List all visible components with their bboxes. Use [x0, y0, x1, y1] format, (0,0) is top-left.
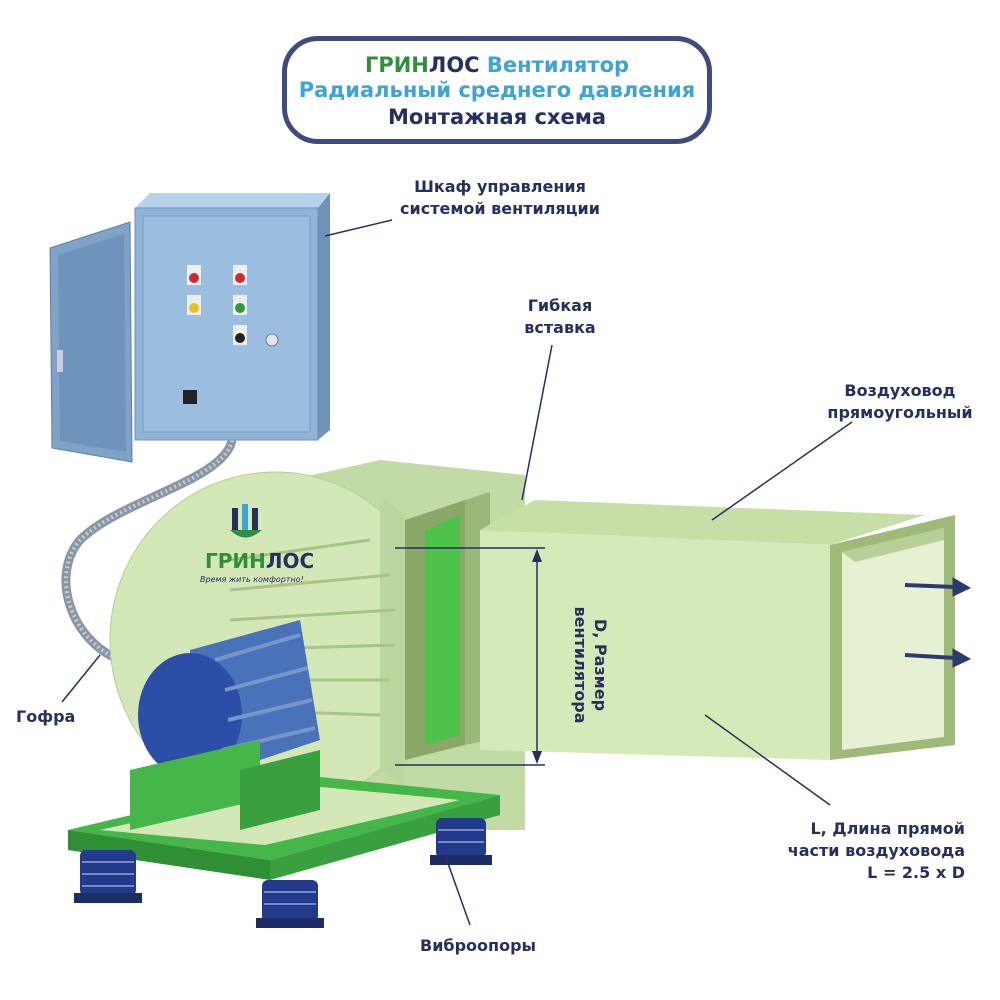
label-line: L, Длина прямой — [810, 819, 965, 838]
label-line: вставка — [524, 318, 596, 337]
brand-logo: ГРИНЛОС Время жить комфортно! — [200, 504, 314, 584]
label-line: Воздуховод — [844, 381, 956, 400]
title-line-2: Радиальный среднего давления — [298, 78, 696, 102]
indicator-lamps — [187, 265, 247, 345]
motor — [138, 620, 320, 780]
label-vibration-mounts: Виброопоры — [420, 936, 536, 955]
label-line: D, Размер — [591, 618, 610, 712]
rectangular-duct — [480, 500, 955, 760]
label-line: L = 2.5 x D — [867, 863, 965, 882]
title-line-1: ГРИНЛОС Вентилятор — [287, 53, 707, 78]
label-control-cabinet: Шкаф управления системой вентиляции — [385, 176, 615, 220]
title-product: Вентилятор — [479, 53, 630, 77]
label-line: системой вентиляции — [400, 199, 600, 218]
label-hose: Гофра — [16, 707, 76, 726]
svg-text:Время жить комфортно!: Время жить комфортно! — [200, 575, 304, 584]
flexible-insert — [425, 515, 460, 745]
label-fan-size: D, Размер вентилятора — [570, 595, 610, 735]
dimension-d — [395, 547, 545, 766]
label-duct-length: L, Длина прямой части воздуховода L = 2.… — [765, 818, 965, 884]
brand-green: ГРИН — [364, 53, 429, 77]
svg-text:ГРИНЛОС: ГРИНЛОС — [205, 549, 314, 573]
label-line: прямоугольный — [827, 403, 973, 422]
label-line: части воздуховода — [787, 841, 965, 860]
airflow-arrows — [904, 577, 972, 668]
control-cabinet — [49, 193, 330, 463]
label-flexible-insert: Гибкая вставка — [510, 295, 610, 339]
label-line: Шкаф управления — [414, 177, 586, 196]
label-duct: Воздуховод прямоугольный — [815, 380, 985, 424]
title-box: ГРИНЛОС Вентилятор Радиальный среднего д… — [282, 36, 712, 144]
label-line: Гибкая — [527, 296, 593, 315]
vibration-mounts — [74, 818, 492, 928]
leader-lines — [61, 219, 853, 926]
base-frame — [68, 740, 500, 880]
title-line-3: Монтажная схема — [387, 105, 607, 129]
spring — [430, 818, 492, 865]
label-line: вентилятора — [571, 606, 590, 724]
spring — [256, 880, 324, 928]
spring — [74, 850, 142, 903]
brand-navy: ЛОС — [428, 53, 480, 77]
